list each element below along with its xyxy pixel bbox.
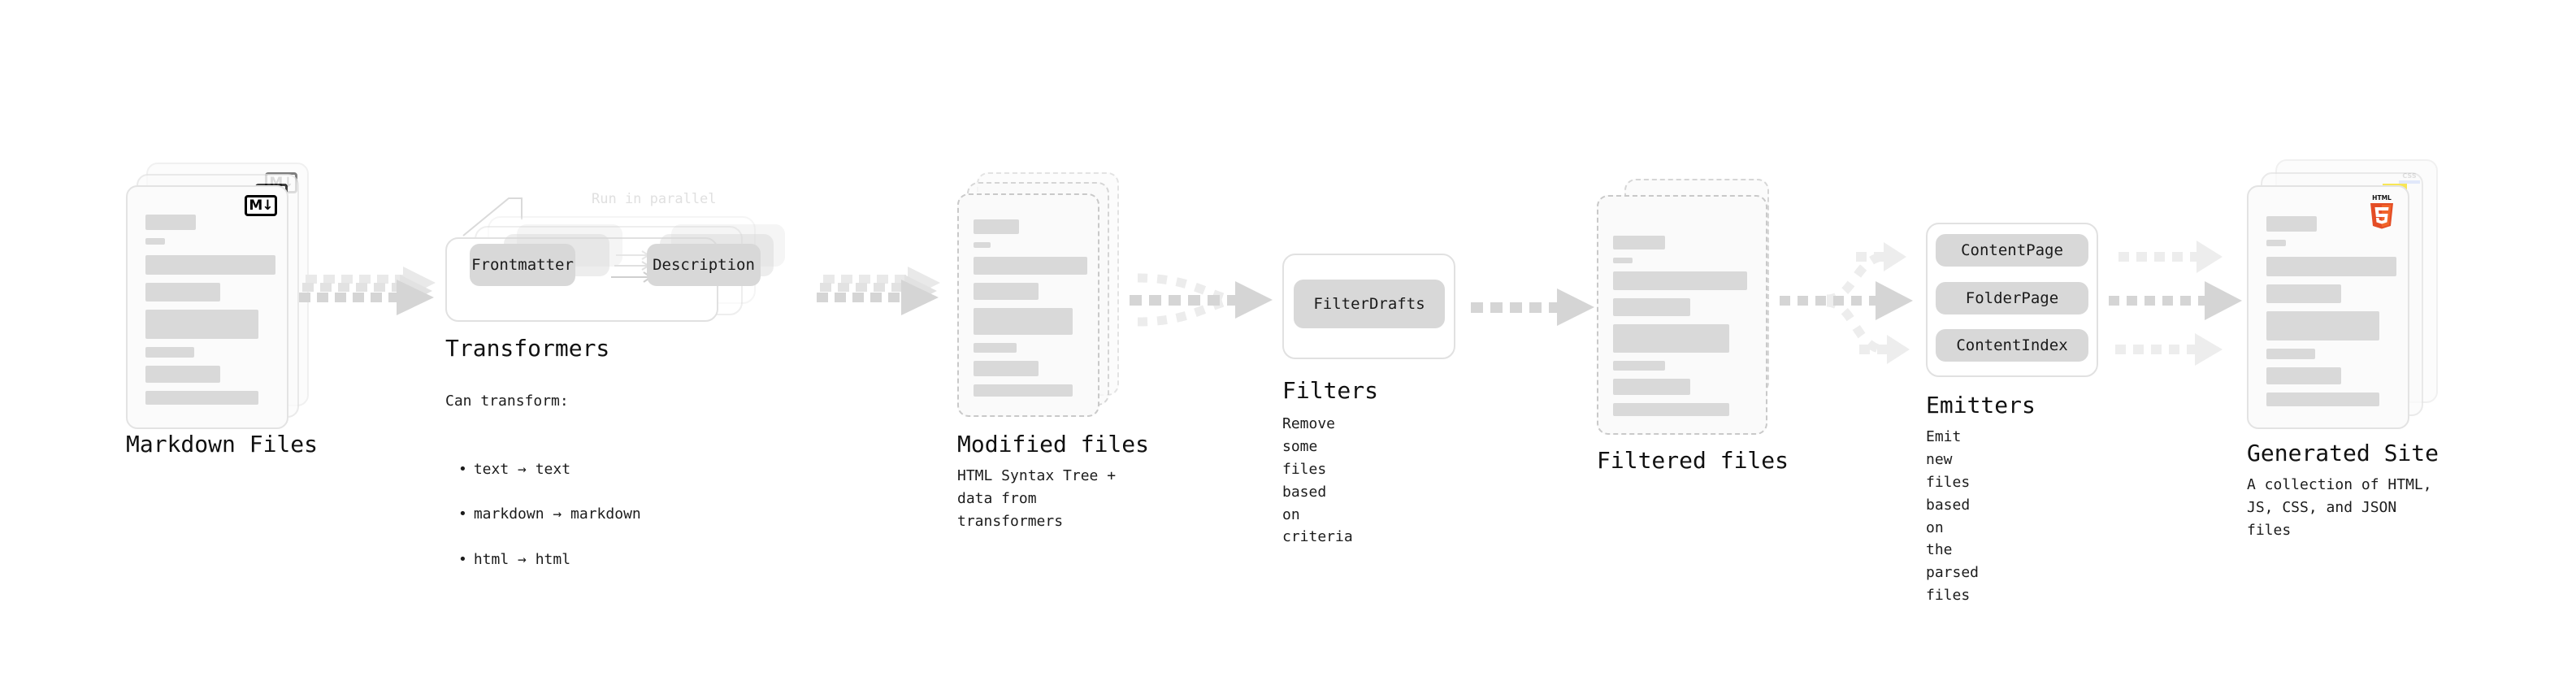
- modified-card-front: [957, 193, 1099, 417]
- placeholder-line: [974, 361, 1039, 376]
- placeholder-line: [2266, 240, 2286, 246]
- placeholder-line: [974, 283, 1039, 300]
- placeholder-line: [2266, 367, 2341, 384]
- connector-transformers-to-modified: [817, 267, 940, 315]
- chip-filterdrafts[interactable]: FilterDrafts: [1294, 280, 1445, 328]
- chip-folderpage-label: FolderPage: [1965, 289, 2059, 307]
- stage-title-filters: Filters: [1282, 377, 1379, 404]
- chip-contentpage[interactable]: ContentPage: [1936, 234, 2088, 267]
- chip-contentindex[interactable]: ContentIndex: [1936, 329, 2088, 362]
- stage-title-emitters: Emitters: [1926, 392, 2036, 419]
- run-in-parallel-label: Run in parallel: [592, 191, 717, 207]
- stage-generated-site: CSS HTML: [2243, 159, 2446, 539]
- placeholder-line: [2266, 349, 2315, 359]
- filtered-card-placeholder-lines: [1613, 236, 1750, 424]
- markdown-badge: M↓: [245, 195, 277, 216]
- chip-description[interactable]: Description: [647, 244, 761, 286]
- stage-title-generated-site: Generated Site: [2247, 440, 2439, 466]
- placeholder-line: [1613, 361, 1665, 371]
- stage-filtered-files: Filtered files: [1597, 179, 1789, 474]
- stage-subtitle-modified-files: HTML Syntax Tree + data from transformer…: [957, 467, 1117, 530]
- filtered-card-front: [1597, 195, 1767, 435]
- placeholder-line: [145, 310, 258, 339]
- placeholder-line: [2266, 311, 2379, 340]
- chip-description-label: Description: [653, 256, 755, 274]
- placeholder-line: [1613, 271, 1747, 290]
- placeholder-line: [145, 366, 220, 383]
- connector-markdown-to-transformers: [299, 267, 436, 315]
- chip-folderpage[interactable]: FolderPage: [1936, 282, 2088, 314]
- site-card-placeholder-lines: [2266, 216, 2396, 414]
- markdown-card-placeholder-lines: [145, 215, 275, 413]
- transformers-bullet: text → text: [458, 458, 641, 481]
- placeholder-line: [974, 343, 1017, 353]
- placeholder-line: [1613, 298, 1690, 316]
- chip-frontmatter-label: Frontmatter: [471, 256, 574, 274]
- stage-subtitle-filters: Remove some files based on criteria: [1282, 415, 1353, 546]
- placeholder-line: [145, 391, 258, 405]
- placeholder-line: [974, 242, 991, 248]
- modified-card-stack: [952, 172, 1139, 432]
- stage-title-markdown-files: Markdown Files: [126, 431, 319, 458]
- connector-filtered-to-emitters: [1780, 242, 1913, 364]
- filtered-card-stack: [1597, 179, 1784, 439]
- transformers-subtitle-lead: Can transform:: [445, 392, 569, 410]
- modified-card-placeholder-lines: [974, 219, 1087, 405]
- placeholder-line: [145, 238, 165, 245]
- markdown-card-stack: M↓ M↓ M↓: [122, 163, 317, 429]
- placeholder-line: [145, 255, 275, 275]
- placeholder-line: [1613, 324, 1729, 353]
- svg-text:HTML: HTML: [2372, 194, 2392, 202]
- transformers-bullet-list: text → text markdown → markdown html → h…: [445, 436, 641, 594]
- stage-subtitle-emitters: Emit new files based on the parsed files: [1926, 428, 1980, 605]
- site-card-stack: CSS HTML: [2243, 159, 2446, 429]
- site-card-front: HTML: [2247, 185, 2409, 429]
- transformers-bullet: markdown → markdown: [458, 503, 641, 526]
- transformers-bullet: html → html: [458, 549, 641, 571]
- chip-contentindex-label: ContentIndex: [1956, 336, 2068, 354]
- markdown-card-front: M↓: [126, 185, 288, 429]
- stage-title-filtered-files: Filtered files: [1597, 447, 1789, 474]
- placeholder-line: [1613, 236, 1665, 249]
- stage-title-transformers: Transformers: [445, 335, 610, 362]
- placeholder-line: [974, 308, 1073, 335]
- placeholder-line: [1613, 258, 1633, 263]
- stage-modified-files: Modified files HTML Syntax Tree + data f…: [952, 172, 1149, 530]
- connector-modified-to-filters: [1130, 273, 1273, 327]
- placeholder-line: [2266, 393, 2379, 406]
- chip-frontmatter[interactable]: Frontmatter: [470, 244, 575, 286]
- html5-badge-icon: HTML: [2370, 194, 2393, 229]
- run-in-parallel-bracket: [462, 197, 523, 236]
- placeholder-line: [1613, 379, 1690, 395]
- placeholder-line: [2266, 257, 2396, 276]
- stage-markdown-files: M↓ M↓ M↓ Markdown Files: [122, 163, 318, 458]
- placeholder-line: [2266, 284, 2341, 303]
- stage-subtitle-transformers: Can transform: text → text markdown → ma…: [445, 367, 641, 617]
- stage-subtitle-generated-site: A collection of HTML, JS, CSS, and JSON …: [2247, 476, 2432, 539]
- placeholder-line: [974, 219, 1019, 234]
- placeholder-line: [145, 215, 196, 230]
- placeholder-line: [1613, 403, 1729, 416]
- chip-filterdrafts-label: FilterDrafts: [1313, 295, 1425, 313]
- connector-filters-to-filtered: [1471, 288, 1594, 326]
- stage-title-modified-files: Modified files: [957, 431, 1150, 458]
- placeholder-line: [145, 283, 220, 301]
- connector-emitters-to-site: [2109, 241, 2242, 366]
- placeholder-line: [145, 347, 194, 358]
- placeholder-line: [2266, 216, 2317, 232]
- placeholder-line: [974, 384, 1073, 397]
- chip-contentpage-label: ContentPage: [1961, 241, 2063, 259]
- placeholder-line: [974, 257, 1087, 275]
